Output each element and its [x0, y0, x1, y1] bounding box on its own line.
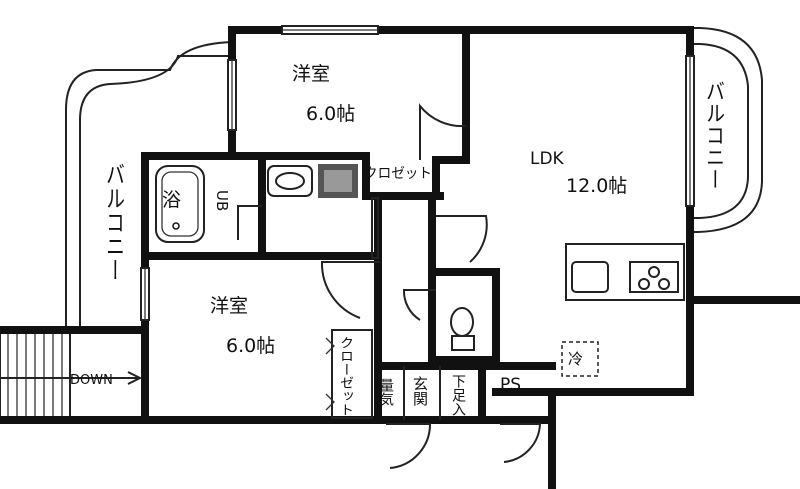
washbasin — [267, 165, 313, 197]
entrance-label: 玄関 — [411, 376, 429, 407]
entrance-partitions — [403, 366, 441, 420]
balcony-right-label: バルコニー — [703, 80, 725, 190]
room-size-ldk: 12.0帖 — [566, 175, 627, 197]
closet-top-label: クロゼット — [364, 166, 432, 182]
ps-label: PS — [500, 375, 521, 395]
washer-pan — [318, 164, 358, 198]
balcony-left — [65, 30, 233, 330]
room-label-western-top: 洋室 — [292, 63, 330, 85]
bath-drain-icon — [172, 222, 180, 230]
fridge-space — [561, 341, 599, 377]
room-label-western-bottom: 洋室 — [210, 295, 248, 317]
stair-down-label: DOWN — [70, 373, 113, 388]
kitchen-counter — [565, 243, 685, 301]
unit-bath-char: 浴 — [162, 189, 181, 211]
bathtub — [155, 165, 205, 243]
unit-bath-label: UB — [213, 190, 231, 211]
fridge-label: 冷 — [568, 350, 583, 368]
toilet — [450, 307, 475, 351]
closet-left-label: クローゼット — [338, 336, 354, 416]
balcony-left-label: バルコニー — [103, 162, 125, 282]
meter-box-label: 量気 — [378, 378, 394, 407]
room-size-western-bottom: 6.0帖 — [226, 335, 275, 357]
balcony-right — [688, 27, 763, 233]
windows — [140, 25, 695, 321]
room-label-ldk: LDK — [530, 149, 565, 169]
shoe-box-label: 下足入 — [450, 374, 466, 416]
doors — [237, 103, 542, 469]
room-size-western-top: 6.0帖 — [306, 103, 355, 125]
closet-left-marks — [325, 329, 373, 419]
